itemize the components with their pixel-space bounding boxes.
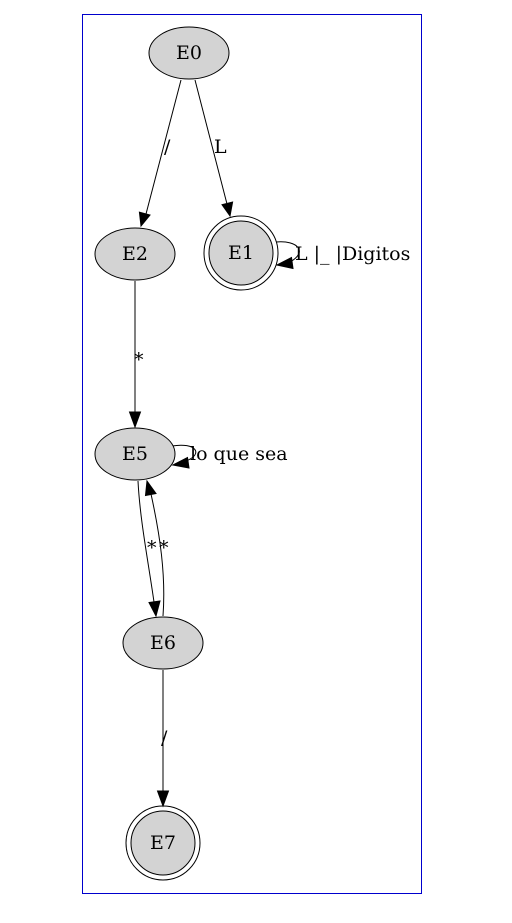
edge-e5-loop: lo que sea — [171, 443, 288, 469]
edge-e1-loop: L |_ |Digitos — [275, 241, 410, 270]
state-shape — [122, 616, 204, 670]
edge-label: * — [147, 537, 157, 559]
edge-label: * — [134, 349, 144, 371]
edge-label: lo que sea — [190, 443, 288, 465]
state-label: E2 — [122, 243, 148, 265]
arrowhead — [128, 411, 142, 429]
edge-label: L — [214, 136, 227, 158]
state-node-e6: E6 — [122, 616, 204, 670]
edge-line — [194, 79, 228, 205]
edge-line — [150, 493, 165, 617]
state-shape — [94, 427, 176, 481]
edge-label: * — [159, 537, 169, 559]
edge-e5-e6: * — [137, 480, 161, 618]
arrowhead — [138, 211, 151, 228]
arrowhead — [148, 600, 161, 618]
edge-e0-e2: / — [138, 79, 182, 228]
arrowhead — [171, 456, 190, 469]
state-shape — [148, 26, 230, 80]
state-label: E0 — [176, 42, 202, 64]
edge-e6-e7: / — [156, 670, 170, 808]
edge-label: L |_ |Digitos — [295, 243, 410, 265]
state-node-e5: E5 — [94, 427, 176, 481]
state-label: E1 — [228, 242, 254, 264]
edge-line — [171, 444, 197, 462]
state-node-e2: E2 — [94, 227, 176, 281]
accepting-ring — [203, 215, 279, 291]
edge-label: / — [161, 727, 168, 749]
edge-label: / — [164, 136, 171, 158]
edge-e6-e5: * — [144, 479, 169, 617]
arrowhead — [144, 479, 157, 497]
cluster-border — [82, 14, 422, 894]
state-label: E7 — [150, 832, 176, 854]
state-shape — [208, 220, 274, 286]
state-label: E5 — [122, 443, 148, 465]
arrowhead — [156, 790, 170, 808]
state-node-e1: E1 — [203, 215, 279, 291]
edge-line — [275, 241, 300, 263]
edge-e0-e1: L — [194, 79, 234, 218]
arrowhead — [221, 201, 234, 218]
edge-line — [137, 480, 155, 603]
state-node-e7: E7 — [125, 805, 201, 881]
state-node-e0: E0 — [148, 26, 230, 80]
edge-line — [145, 79, 182, 215]
state-shape — [130, 810, 196, 876]
edge-e2-e5: * — [128, 281, 144, 429]
arrowhead — [275, 256, 294, 270]
state-label: E6 — [150, 632, 176, 654]
state-shape — [94, 227, 176, 281]
accepting-ring — [125, 805, 201, 881]
